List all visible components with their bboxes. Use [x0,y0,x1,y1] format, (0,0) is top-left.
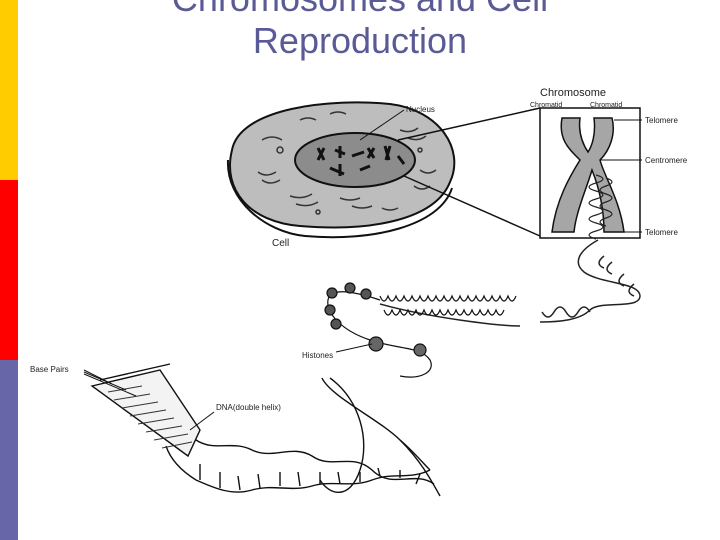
dna-double-helix [166,378,440,496]
telomere-bottom-label: Telomere [645,228,678,237]
dna-ladder-ribbon [92,364,200,456]
nucleosome-beads [325,283,431,377]
nucleus-label: Nucleus [406,105,435,114]
chromatid-right-label: Chromatid [590,102,622,109]
telomere-top-label: Telomere [645,116,678,125]
cell-label: Cell [272,238,289,249]
dna-label: DNA(double helix) [216,403,281,412]
chromosome-panel [540,108,640,239]
nucleus-shape [295,133,415,187]
base-pairs-label: Base Pairs [30,365,69,374]
cell-illustration [228,102,454,237]
chromatin-fiber [380,240,640,326]
solenoid-coil [380,296,516,315]
chromosome-label: Chromosome [540,87,606,99]
centromere-label: Centromere [645,156,688,165]
chromatid-left-label: Chromatid [530,102,562,109]
histones-label: Histones [302,351,333,360]
